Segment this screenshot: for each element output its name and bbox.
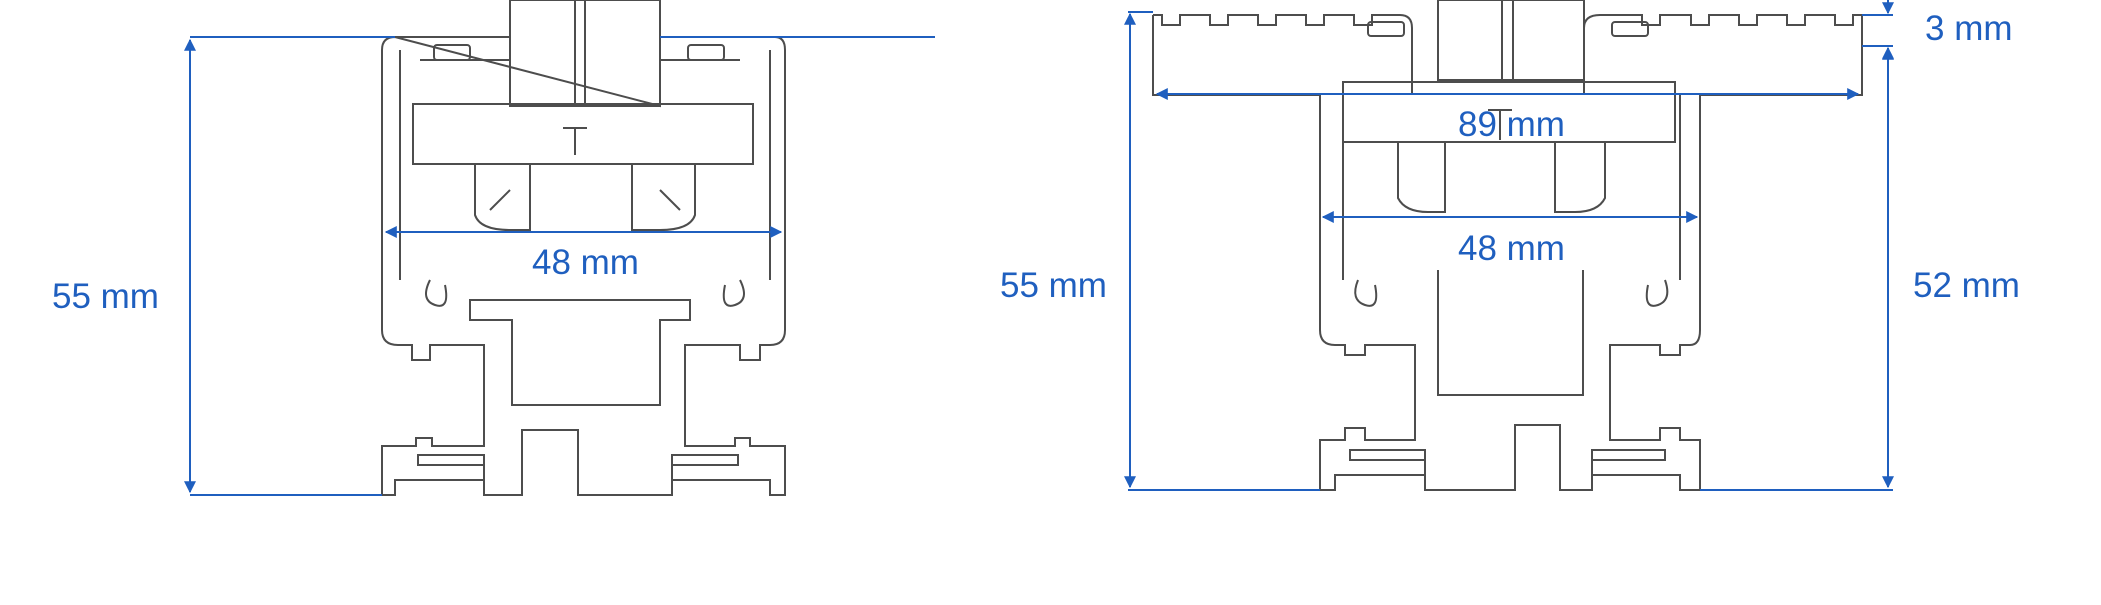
right-top-flange — [1152, 15, 1863, 491]
left-height-label: 55 mm — [52, 277, 159, 316]
top-thickness-label: 3 mm — [1925, 9, 2013, 48]
right-dimensions — [1124, 0, 1894, 491]
right-inner-width-label: 48 mm — [1458, 229, 1565, 268]
left-dimensions — [184, 36, 935, 496]
left-width-label: 48 mm — [532, 243, 639, 282]
right-top-width-label: 89 mm — [1458, 105, 1565, 144]
left-clamp-plate — [412, 103, 754, 165]
right-stem — [1437, 0, 1585, 81]
left-body-outline — [381, 35, 786, 496]
right-clamp-plate — [1342, 81, 1676, 143]
right-inner-height-label: 52 mm — [1913, 266, 2020, 305]
right-outer-height-label: 55 mm — [1000, 266, 1107, 305]
